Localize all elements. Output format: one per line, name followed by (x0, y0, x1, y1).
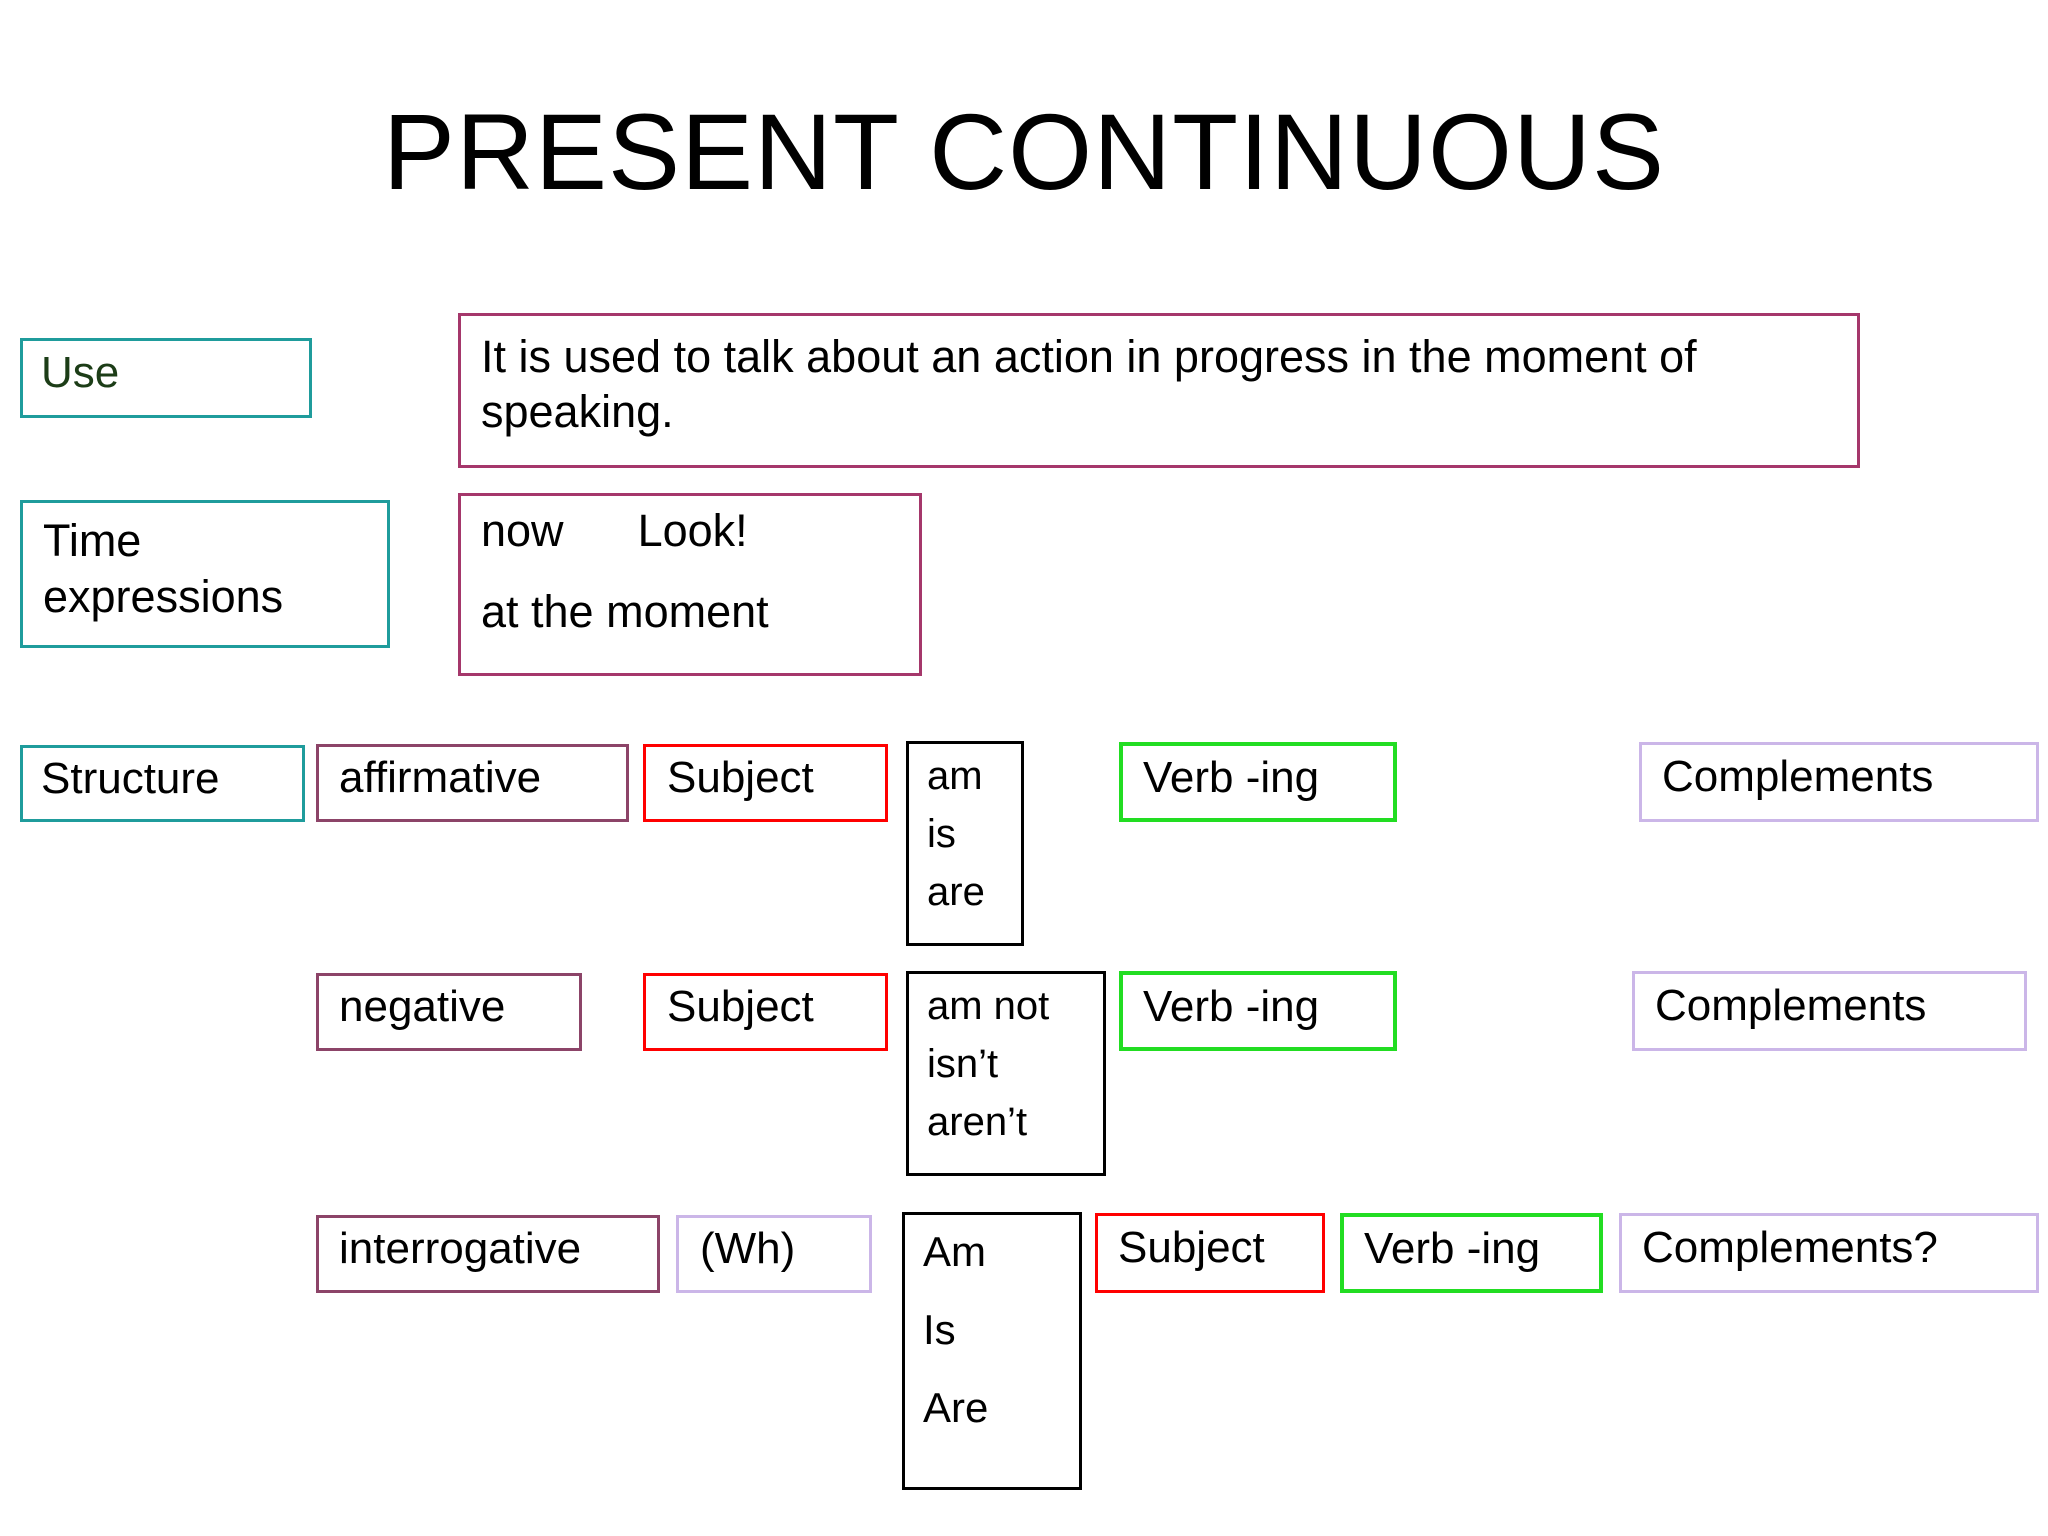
interrogative-verb-box: Verb -ing (1340, 1213, 1603, 1293)
time-expressions-values: now Look! at the moment (481, 508, 919, 634)
affirmative-subject-label: Subject (667, 753, 814, 802)
negative-aux-am-not: am not (927, 984, 1050, 1028)
interrogative-form-label: interrogative (339, 1224, 582, 1273)
affirmative-verb-label: Verb -ing (1143, 753, 1320, 802)
negative-complements-box: Complements (1632, 971, 2027, 1051)
negative-subject-box: Subject (643, 973, 888, 1051)
negative-verb-box: Verb -ing (1119, 971, 1397, 1051)
interrogative-subject-label: Subject (1118, 1223, 1265, 1272)
time-expression-look: Look! (637, 505, 748, 556)
interrogative-wh-box: (Wh) (676, 1215, 872, 1293)
interrogative-aux-am: Am (923, 1228, 986, 1275)
affirmative-complements-box: Complements (1639, 742, 2039, 822)
affirmative-subject-box: Subject (643, 744, 888, 822)
interrogative-form-box: interrogative (316, 1215, 660, 1293)
use-description-box: It is used to talk about an action in pr… (458, 313, 1860, 468)
affirmative-form-box: affirmative (316, 744, 629, 822)
affirmative-auxiliary-list: am is are (927, 756, 1021, 912)
affirmative-auxiliary-box: am is are (906, 741, 1024, 946)
negative-aux-isnt: isn’t (927, 1042, 999, 1086)
interrogative-complements-box: Complements? (1619, 1213, 2039, 1293)
negative-subject-label: Subject (667, 982, 814, 1031)
affirmative-form-label: affirmative (339, 753, 542, 802)
time-expressions-label-line2: expressions (43, 571, 284, 623)
use-label-box: Use (20, 338, 312, 418)
affirmative-aux-is: is (927, 812, 956, 856)
time-expression-now: now (481, 505, 564, 556)
interrogative-wh-label: (Wh) (700, 1224, 796, 1273)
interrogative-aux-is: Is (923, 1306, 956, 1353)
affirmative-complements-label: Complements (1662, 752, 1934, 801)
negative-form-box: negative (316, 973, 582, 1051)
negative-auxiliary-list: am not isn’t aren’t (927, 986, 1103, 1142)
negative-form-label: negative (339, 982, 506, 1031)
use-description-text: It is used to talk about an action in pr… (481, 331, 1697, 437)
time-expression-at-the-moment: at the moment (481, 586, 769, 637)
time-expressions-label-line1: Time (43, 515, 142, 566)
negative-complements-label: Complements (1655, 981, 1927, 1030)
negative-verb-label: Verb -ing (1143, 982, 1320, 1031)
structure-label: Structure (41, 754, 220, 803)
negative-auxiliary-box: am not isn’t aren’t (906, 971, 1106, 1176)
affirmative-aux-are: are (927, 870, 985, 914)
affirmative-aux-am: am (927, 754, 983, 798)
interrogative-subject-box: Subject (1095, 1213, 1325, 1293)
interrogative-aux-are: Are (923, 1384, 989, 1431)
negative-aux-arent: aren’t (927, 1100, 1028, 1144)
structure-label-box: Structure (20, 745, 305, 822)
time-expressions-values-box: now Look! at the moment (458, 493, 922, 676)
interrogative-verb-label: Verb -ing (1364, 1224, 1541, 1273)
page-title: PRESENT CONTINUOUS (382, 91, 1666, 212)
affirmative-verb-box: Verb -ing (1119, 742, 1397, 822)
use-label: Use (41, 348, 120, 397)
interrogative-complements-label: Complements? (1642, 1223, 1938, 1272)
